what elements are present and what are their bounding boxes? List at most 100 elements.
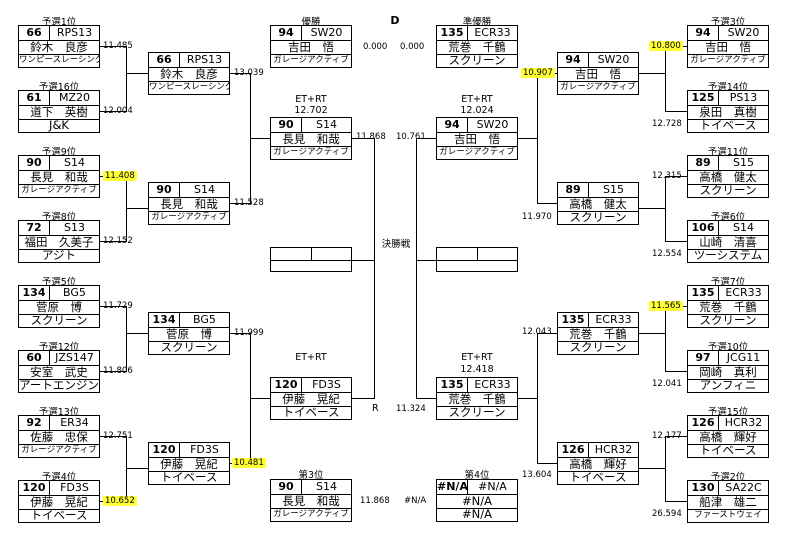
car-model: SW20	[597, 53, 630, 66]
driver-name: 長見 和哉	[149, 197, 229, 212]
semi-right-bottom-time: 12.418	[460, 364, 494, 375]
team-name: ガレージアクティブ	[439, 147, 515, 157]
car-number: 61	[19, 91, 50, 105]
team-name: トイベース	[699, 119, 757, 132]
car-model: FD3S	[60, 481, 89, 494]
qual-label: 予選1位	[41, 17, 77, 28]
time-value: 12.004	[103, 106, 133, 116]
time-value: 26.594	[652, 509, 682, 519]
time-value: 12.315	[652, 171, 682, 181]
driver-name: 荒巻 千鶴	[437, 392, 517, 407]
semi-left-bottom-etrt: ET+RT	[295, 352, 327, 363]
time-value: 12.554	[652, 249, 682, 259]
team-name: ガレージアクティブ	[273, 147, 349, 157]
r-mark: R	[372, 403, 379, 414]
car-model: BG5	[193, 313, 216, 326]
team-name: ガレージアクティブ	[273, 55, 349, 65]
car-number: 94	[688, 26, 719, 40]
car-model: ECR33	[474, 378, 511, 391]
car-model: ECR33	[595, 313, 632, 326]
time-value: 11.868	[360, 496, 390, 506]
fourth-place-label: 第4位	[464, 470, 490, 481]
driver-name: 道下 英樹	[19, 105, 99, 120]
car-model: S13	[64, 221, 85, 234]
team-name: アジト	[41, 249, 77, 262]
team-name: ガレージアクティブ	[560, 82, 636, 92]
time-value: 10.907	[521, 68, 555, 78]
driver-name: 伊藤 晃紀	[19, 495, 99, 510]
qual-label: 予選12位	[38, 342, 80, 353]
driver-name: 吉田 悟	[688, 40, 768, 55]
car-model: S14	[194, 183, 215, 196]
time-value: 11.729	[103, 301, 133, 311]
car-number: 135	[558, 313, 589, 327]
third-place-label: 第3位	[298, 470, 324, 481]
team-name: トイベース	[282, 406, 340, 419]
driver-name: 伊藤 晃紀	[149, 457, 229, 472]
team-name: ガレージアクティブ	[273, 509, 349, 519]
winner-label: 優勝	[301, 17, 321, 28]
driver-name: 安室 武史	[19, 365, 99, 380]
team-name: ファーストウェイ	[694, 510, 762, 520]
time-value: 12.728	[652, 119, 682, 129]
semi-right-top-time: 12.024	[460, 105, 494, 116]
car-number: 134	[149, 313, 180, 327]
car-number: 135	[688, 286, 719, 300]
qual-label: 予選7位	[710, 277, 746, 288]
driver-name: 高橋 輝好	[688, 430, 768, 445]
car-model: #N/A	[478, 480, 507, 493]
car-model: SW20	[476, 118, 509, 131]
team-name: トイベース	[160, 471, 218, 484]
time-value: 10.481	[232, 458, 266, 468]
car-model: S14	[316, 480, 337, 493]
team-name: トイベース	[30, 509, 88, 522]
car-number: 125	[688, 91, 719, 105]
team-name: ツーシステム	[693, 249, 763, 262]
driver-name: 鈴木 良彦	[19, 40, 99, 55]
time-value: 0.000	[400, 42, 425, 52]
time-value: #N/A	[404, 496, 427, 506]
team-name: ガレージアクティブ	[21, 445, 97, 455]
car-model: SA22C	[725, 481, 762, 494]
team-name: ガレージアクティブ	[21, 185, 97, 195]
driver-name: 吉田 悟	[437, 132, 517, 147]
time-value: 11.408	[103, 171, 137, 181]
semi-left-top-etrt: ET+RT	[295, 94, 327, 105]
driver-name: 荒巻 千鶴	[688, 300, 768, 315]
car-row: 135 ECR33	[558, 313, 638, 328]
qual-label: 予選13位	[38, 407, 80, 418]
car-number: 135	[437, 378, 468, 392]
team-name: スクリーン	[448, 54, 506, 67]
team-name: スクリーン	[160, 341, 218, 354]
car-model: PS13	[729, 91, 758, 104]
car-number: 60	[19, 351, 50, 365]
driver-name: 山崎 清喜	[688, 235, 768, 250]
qual-label: 予選4位	[41, 472, 77, 483]
